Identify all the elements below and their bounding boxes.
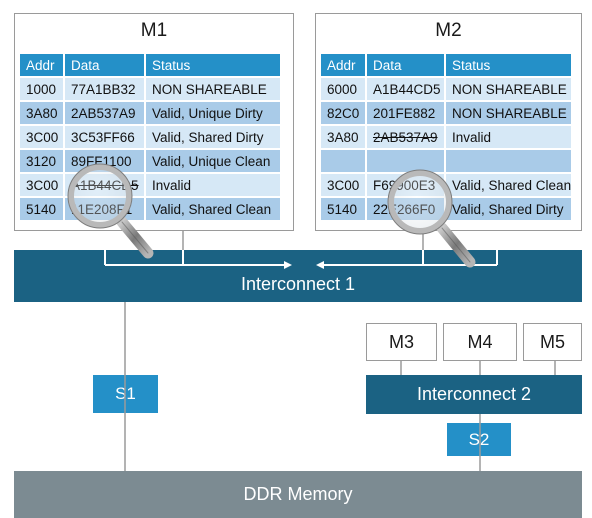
data-cell: 201FE882: [367, 102, 444, 124]
status-cell: Valid, Unique Dirty: [146, 102, 280, 124]
data-cell-struck: 2AB537A9: [367, 126, 444, 148]
interconnect-2: Interconnect 2: [366, 375, 582, 414]
ddr-memory-label: DDR Memory: [243, 484, 353, 504]
table-row: 3C00 3C53FF66 Valid, Shared Dirty: [20, 126, 280, 148]
slave-s2-label: S2: [468, 430, 490, 449]
addr-cell: 6000: [321, 78, 365, 100]
interconnect-1-label: Interconnect 1: [240, 274, 356, 294]
table-row: 3A80 2AB537A9 Valid, Unique Dirty: [20, 102, 280, 124]
master-m3-label: M3: [388, 332, 414, 352]
data-cell: 77A1BB32: [65, 78, 144, 100]
magnifier-icon: [387, 169, 476, 268]
snoop-arrow-left: [182, 250, 292, 269]
magnifier-icon: [67, 163, 154, 259]
data-header: Data: [367, 54, 444, 76]
status-cell: Invalid: [446, 126, 572, 148]
master-m5: M5: [523, 323, 582, 361]
interconnect-2-label: Interconnect 2: [416, 384, 532, 404]
ddr-memory: DDR Memory: [14, 471, 582, 518]
addr-header: Addr: [20, 54, 63, 76]
data-cell: 2AB537A9: [65, 102, 144, 124]
master-m2-title: M2: [435, 20, 462, 41]
data-header: Data: [65, 54, 144, 76]
data-cell: 89FF1100: [65, 150, 144, 172]
master-m5-label: M5: [539, 332, 565, 352]
addr-cell: [321, 150, 365, 172]
addr-cell: 3A80: [321, 126, 365, 148]
addr-cell: 1000: [20, 78, 63, 100]
status-cell: Valid, Shared Dirty: [146, 126, 280, 148]
status-cell: Invalid: [146, 174, 280, 196]
status-cell: Valid, Shared Dirty: [446, 198, 572, 220]
master-m3: M3: [366, 323, 437, 361]
table-row: 1000 77A1BB32 NON SHAREABLE: [20, 78, 280, 100]
addr-cell: 5140: [20, 198, 63, 220]
table-row: 82C0 201FE882 NON SHAREABLE: [321, 102, 572, 124]
addr-cell: 3A80: [20, 102, 63, 124]
addr-cell: 3C00: [321, 174, 365, 196]
master-m4-label: M4: [467, 332, 493, 352]
data-cell: A1B44CD5: [367, 78, 444, 100]
status-cell: Valid, Shared Clean: [146, 198, 280, 220]
status-cell: Valid, Unique Clean: [146, 150, 280, 172]
status-cell: Valid, Shared Clean: [446, 174, 572, 196]
interconnect-1: Interconnect 1: [14, 250, 582, 302]
status-cell: NON SHAREABLE: [446, 78, 572, 100]
table-row: 3120 89FF1100 Valid, Unique Clean: [20, 150, 280, 172]
addr-header: Addr: [321, 54, 365, 76]
data-cell: [367, 150, 444, 172]
status-header: Status: [446, 54, 572, 76]
snoop-arrow-right: [316, 250, 424, 269]
data-cell: 3C53FF66: [65, 126, 144, 148]
table-header-row: Addr Data Status: [321, 54, 572, 76]
addr-cell: 3C00: [20, 174, 63, 196]
master-m1-title: M1: [140, 20, 168, 41]
table-header-row: Addr Data Status: [20, 54, 280, 76]
addr-cell: 3120: [20, 150, 63, 172]
master-m4: M4: [443, 323, 517, 361]
status-cell: NON SHAREABLE: [446, 102, 572, 124]
table-row: 6000 A1B44CD5 NON SHAREABLE: [321, 78, 572, 100]
addr-cell: 3C00: [20, 126, 63, 148]
status-header: Status: [146, 54, 280, 76]
status-cell: NON SHAREABLE: [146, 78, 280, 100]
addr-cell: 82C0: [321, 102, 365, 124]
slave-s2: S2: [447, 423, 511, 456]
table-row: 3A80 2AB537A9 Invalid: [321, 126, 572, 148]
status-cell: [446, 150, 572, 172]
table-row: [321, 150, 572, 172]
addr-cell: 5140: [321, 198, 365, 220]
